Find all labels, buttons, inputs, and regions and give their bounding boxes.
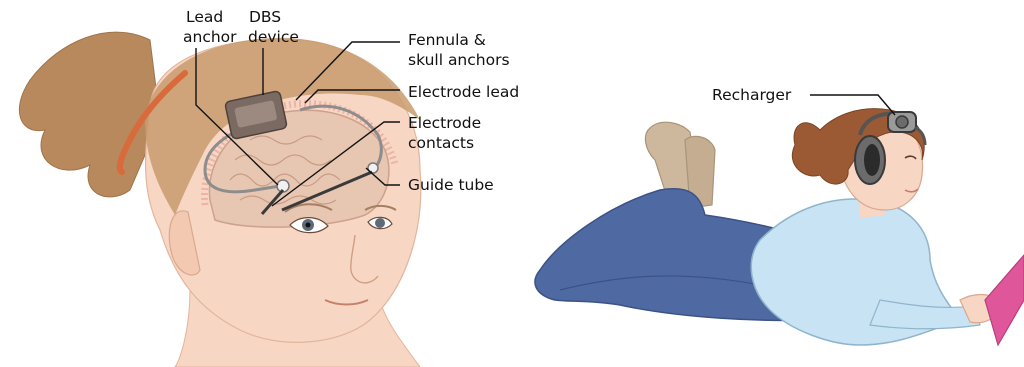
- fennula-label-line1: Fennula &: [408, 31, 486, 49]
- electrode-lead-label: Electrode lead: [408, 83, 519, 101]
- ponytail: [19, 32, 160, 197]
- lead-anchor-label-line2: anchor: [183, 28, 237, 46]
- person-illustration: [535, 109, 1024, 345]
- dbs-device-label-line2: device: [248, 28, 299, 46]
- fennula-label-line2: skull anchors: [408, 51, 510, 69]
- head-illustration: [19, 32, 420, 367]
- electrode-contacts-label-line2: contacts: [408, 134, 474, 152]
- dbs-device-label-line1: DBS: [249, 8, 281, 26]
- recharger-label: Recharger: [712, 86, 792, 104]
- electrode-contacts-label-line1: Electrode: [408, 114, 481, 132]
- lead-anchor-label-line1: Lead: [186, 8, 223, 26]
- tablet: [985, 255, 1024, 345]
- guide-tube-label: Guide tube: [408, 176, 494, 194]
